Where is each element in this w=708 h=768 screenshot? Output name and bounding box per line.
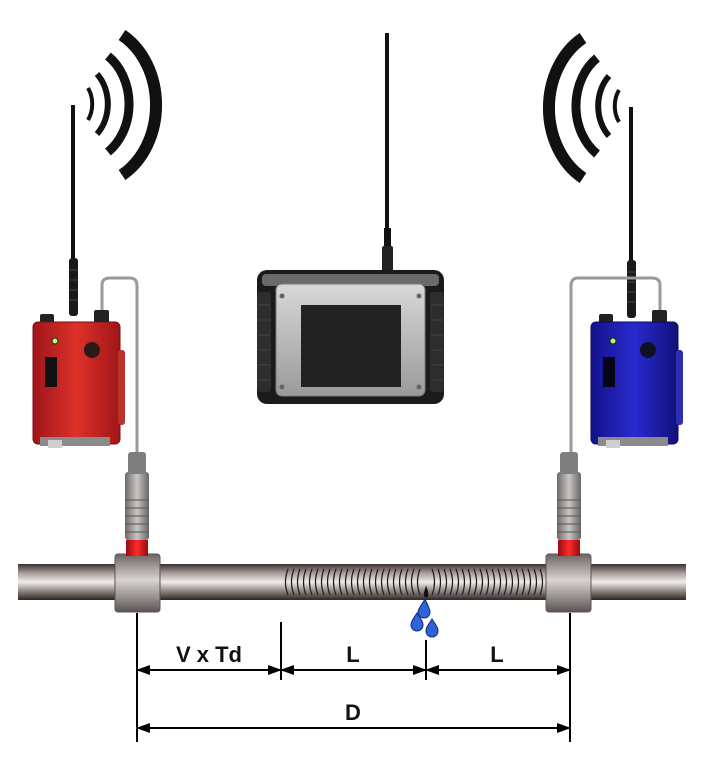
noise-wave-arc <box>344 568 349 596</box>
noise-wave-arc <box>314 568 319 596</box>
noise-wave-arc <box>479 568 484 596</box>
noise-wave-arc <box>308 568 313 596</box>
noise-wave-arc <box>485 568 490 596</box>
noise-wave-arc <box>497 568 502 596</box>
noise-wave-arc <box>473 568 478 596</box>
noise-wave-arc <box>461 568 466 596</box>
noise-wave-arc <box>320 568 325 596</box>
noise-wave-arc <box>362 568 367 596</box>
wireless-signal-icon <box>86 30 162 180</box>
noise-wave-arc <box>326 568 331 596</box>
noise-wave-arc <box>302 568 307 596</box>
noise-wave-arc <box>443 568 448 596</box>
noise-wave-arc <box>509 568 514 596</box>
handheld-receiver-icon <box>257 270 444 404</box>
noise-wave-arc <box>338 568 343 596</box>
left-transmitter <box>32 105 139 452</box>
label-total-distance: D <box>345 700 361 725</box>
noise-wave-arc <box>437 568 442 596</box>
label-right-segment: L <box>490 642 503 667</box>
left-sensor <box>114 452 161 613</box>
noise-wave-arc <box>539 568 544 596</box>
wireless-signal-icon <box>543 33 621 183</box>
noise-wave-arc <box>449 568 454 596</box>
noise-wave-arc <box>290 568 295 596</box>
noise-wave-arc <box>368 568 373 596</box>
noise-wave-arc <box>404 568 409 596</box>
noise-wave-arc <box>410 568 415 596</box>
leak-noise-waves <box>284 568 568 596</box>
noise-wave-arc <box>521 568 526 596</box>
receiver-antenna <box>382 33 393 272</box>
dimension-lines <box>136 613 571 742</box>
noise-wave-arc <box>455 568 460 596</box>
noise-wave-arc <box>284 568 289 596</box>
noise-wave-arc <box>398 568 403 596</box>
noise-wave-arc <box>416 568 421 596</box>
label-left-segment: L <box>346 642 359 667</box>
noise-wave-arc <box>380 568 385 596</box>
noise-wave-arc <box>374 568 379 596</box>
water-drop-icon <box>410 585 439 638</box>
right-sensor <box>545 452 592 613</box>
noise-wave-arc <box>350 568 355 596</box>
noise-wave-arc <box>467 568 472 596</box>
noise-wave-arc <box>491 568 496 596</box>
noise-wave-arc <box>296 568 301 596</box>
noise-wave-arc <box>533 568 538 596</box>
noise-wave-arc <box>356 568 361 596</box>
noise-wave-arc <box>527 568 532 596</box>
noise-wave-arc <box>386 568 391 596</box>
noise-wave-arc <box>332 568 337 596</box>
noise-wave-arc <box>515 568 520 596</box>
noise-wave-arc <box>431 568 436 596</box>
label-delay-segment: V x Td <box>176 642 242 667</box>
right-transmitter <box>569 107 683 452</box>
noise-wave-arc <box>392 568 397 596</box>
noise-wave-arc <box>503 568 508 596</box>
